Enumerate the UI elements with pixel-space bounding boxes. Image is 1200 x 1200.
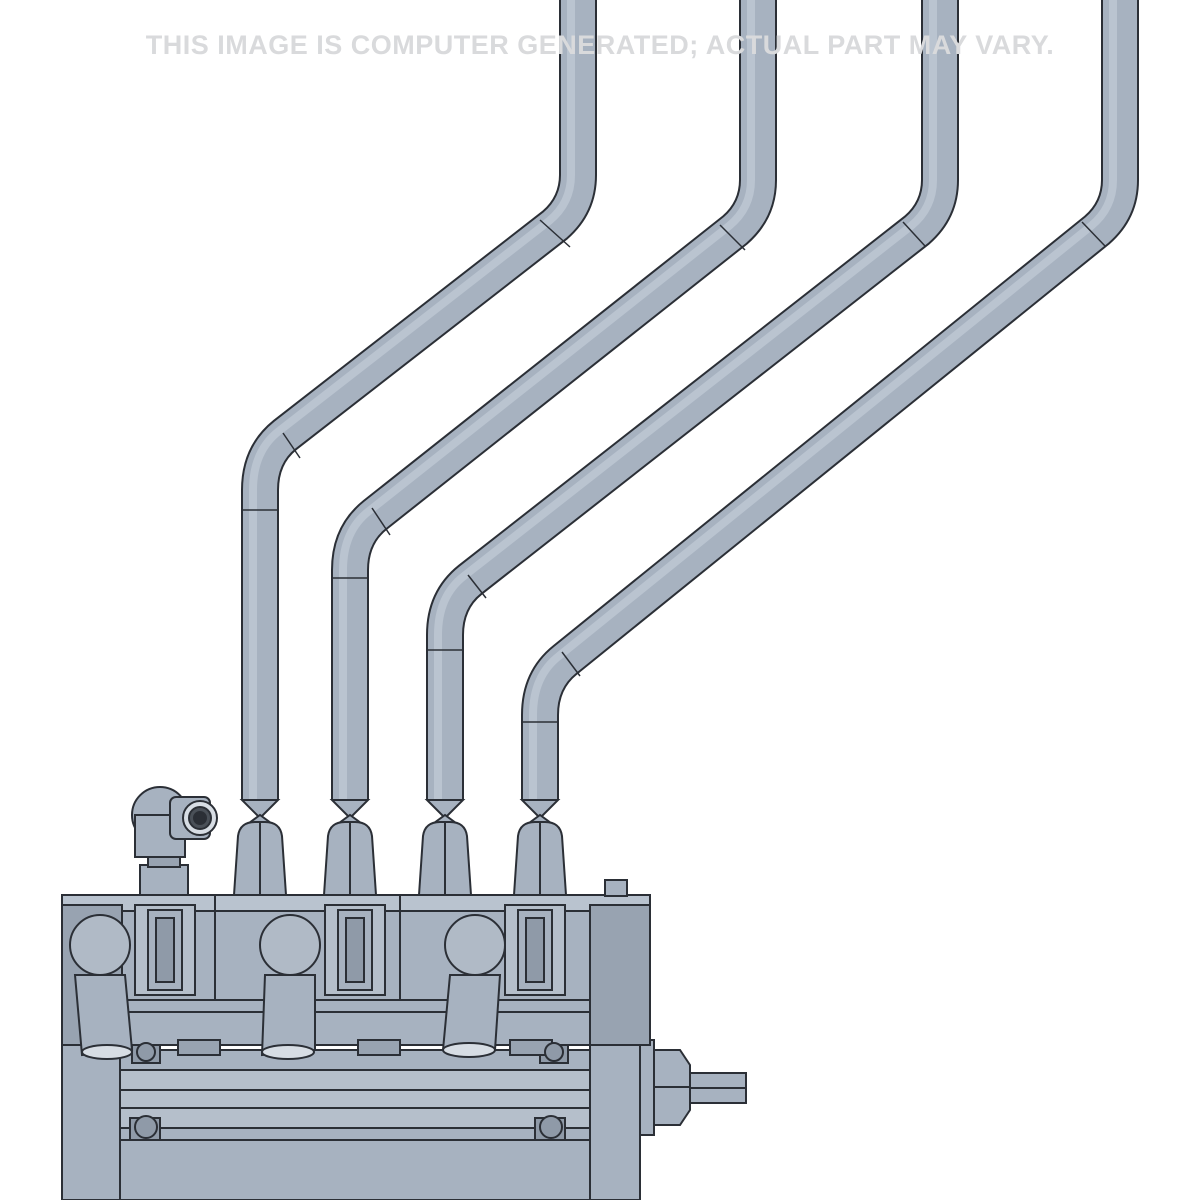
tube-fitting-3 xyxy=(417,799,473,896)
mounting-bracket xyxy=(61,1044,641,1200)
tube-fittings xyxy=(232,799,568,896)
outlet-elbow-2 xyxy=(259,914,321,1060)
outlet-elbow-3 xyxy=(441,914,506,1058)
watermark-text: THIS IMAGE IS COMPUTER GENERATED; ACTUAL… xyxy=(145,30,1055,60)
tube-fitting-1 xyxy=(232,799,288,896)
control-tubes xyxy=(241,0,1139,800)
tube-seams xyxy=(242,219,1106,723)
control-tube-3 xyxy=(426,0,959,800)
outlet-elbow-1 xyxy=(69,914,134,1060)
tube-fitting-2 xyxy=(322,799,378,896)
port-2 xyxy=(324,904,386,996)
port-3 xyxy=(504,904,566,996)
control-tube-2 xyxy=(331,0,777,800)
adjuster-rod xyxy=(639,1039,747,1136)
port-1 xyxy=(134,904,196,996)
control-tube-4 xyxy=(521,0,1139,800)
bolts xyxy=(134,1042,564,1139)
outlet-elbows xyxy=(69,914,506,1060)
tube-fitting-4 xyxy=(512,799,568,896)
elbow-fitting xyxy=(131,786,218,896)
valve-body xyxy=(61,879,651,1056)
